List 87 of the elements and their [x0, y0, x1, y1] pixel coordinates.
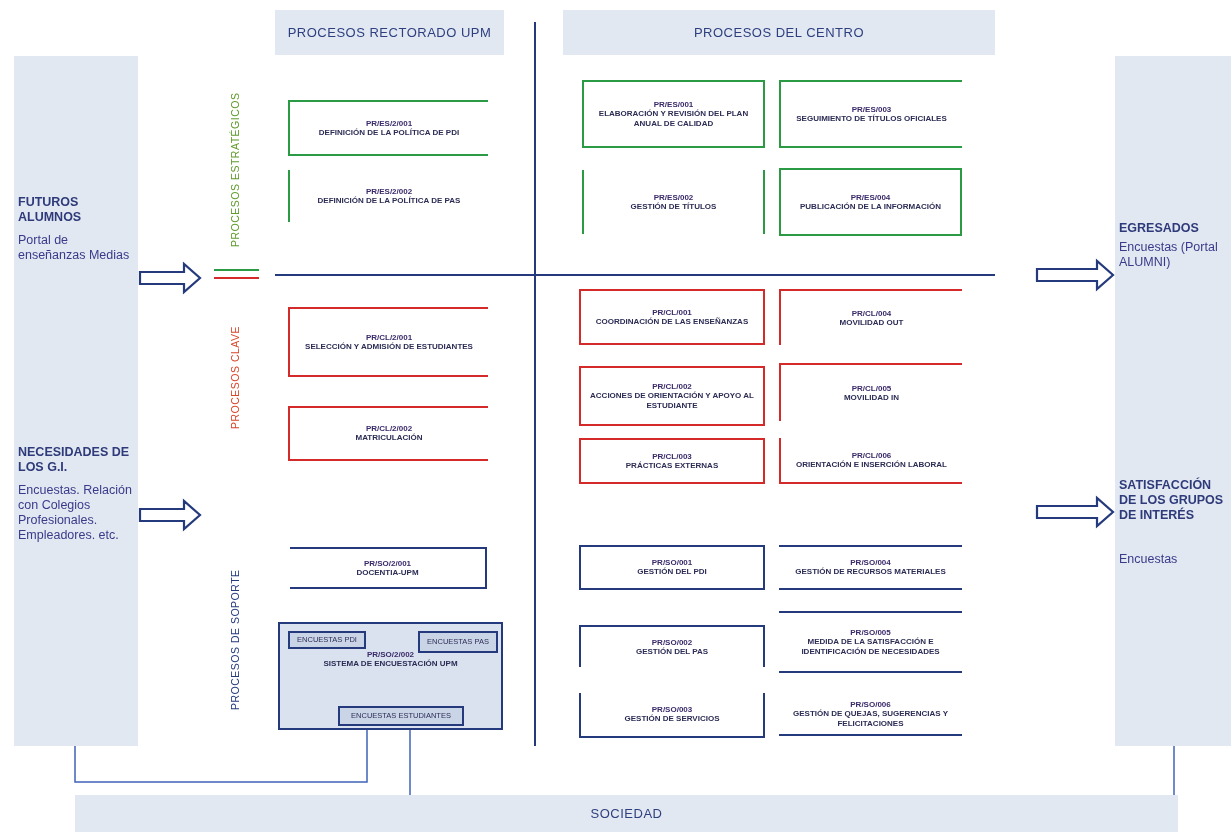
- process-title: GESTIÓN DE RECURSOS MATERIALES: [795, 567, 946, 577]
- block-arrow: [138, 498, 202, 532]
- process-title: PUBLICACIÓN DE LA INFORMACIÓN: [800, 201, 941, 212]
- block-arrow: [1035, 495, 1115, 529]
- process-code: PR/CL/002: [652, 381, 692, 391]
- process-code: PR/ES/2/001: [365, 118, 413, 128]
- process-box: [288, 406, 488, 461]
- process-title: MOVILIDAD IN: [843, 392, 900, 403]
- process-code: PR/CL/2/002: [365, 424, 413, 433]
- group-heading: EGRESADOS: [1119, 221, 1200, 236]
- connector-line: [74, 729, 368, 783]
- connector-line: [409, 729, 411, 796]
- band-title: PROCESOS DEL CENTRO: [693, 25, 865, 40]
- process-code: PR/CL/005: [851, 383, 892, 393]
- process-title: GESTIÓN DE SERVICIOS: [624, 714, 720, 724]
- process-box: [288, 307, 488, 377]
- block-arrow: [1035, 258, 1115, 292]
- process-box: [418, 631, 498, 653]
- process-box: [579, 438, 765, 484]
- process-code: PR/CL/2/001: [365, 332, 413, 342]
- process-box: [579, 289, 765, 345]
- connector-line: [1173, 745, 1175, 796]
- process-title: DOCENTIA-UPM: [356, 567, 419, 578]
- process-title: COORDINACIÓN DE LAS ENSEÑANZAS: [595, 316, 749, 327]
- process-box: [338, 706, 464, 726]
- header-band: [563, 10, 995, 55]
- process-title: ACCIONES DE ORIENTACIÓN Y APOYO AL ESTUDIANTE: [589, 390, 755, 411]
- section-label: PROCESOS ESTRATÉGICOS: [229, 91, 241, 250]
- process-title: MATRICULACIÓN: [355, 433, 423, 443]
- block-arrow: [138, 261, 202, 295]
- process-code: PR/SO/2/002: [366, 650, 415, 659]
- process-title: ELABORACIÓN Y REVISIÓN DEL PLAN ANUAL DE CALIDAD: [597, 108, 750, 129]
- process-title: PRÁCTICAS EXTERNAS: [625, 460, 719, 471]
- group-description: Encuestas: [1119, 552, 1179, 567]
- group-heading: NECESIDADES DE LOS G.I.: [18, 445, 131, 475]
- process-box: [579, 545, 765, 590]
- process-title: MOVILIDAD OUT: [839, 317, 904, 328]
- process-box: [582, 80, 765, 148]
- header-band: [275, 10, 504, 55]
- group-description: Portal de enseñanzas Medias: [18, 233, 131, 263]
- process-title: GESTIÓN DE QUEJAS, SUGERENCIAS Y FELICITACIONES: [792, 708, 949, 729]
- process-box: [290, 547, 487, 589]
- process-title: GESTIÓN DEL PDI: [637, 567, 707, 577]
- process-box: [288, 631, 366, 649]
- process-box: [288, 100, 488, 156]
- process-code: PR/SO/006: [850, 699, 891, 709]
- process-code: PR/SO/005: [850, 627, 891, 637]
- process-box: [579, 366, 765, 426]
- group-description: Encuestas. Relación con Colegios Profesionales. Empleadores. etc.: [18, 483, 133, 543]
- process-code: PR/CL/003: [652, 451, 692, 461]
- process-title: SEGUIMIENTO DE TÍTULOS OFICIALES: [796, 113, 947, 124]
- process-box: [579, 625, 765, 667]
- process-code: PR/ES/003: [851, 104, 892, 114]
- process-code: PR/ES/2/002: [365, 186, 413, 196]
- process-code: PR/SO/003: [651, 705, 693, 714]
- process-code: PR/SO/001: [651, 558, 693, 567]
- section-label: PROCESOS CLAVE: [229, 324, 241, 432]
- process-box: [779, 80, 962, 148]
- process-code: PR/ES/001: [653, 99, 694, 109]
- band-title: SOCIEDAD: [590, 806, 663, 821]
- process-title: DEFINICIÓN DE LA POLÍTICA DE PDI: [318, 127, 460, 138]
- process-code: PR/CL/004: [851, 308, 892, 318]
- process-title: MEDIDA DE LA SATISFACCIÓN E IDENTIFICACIÓN DE NECESIDADES: [800, 636, 941, 657]
- process-box: [579, 693, 765, 738]
- process-title: DEFINICIÓN DE LA POLÍTICA DE PAS: [317, 195, 461, 206]
- process-title: GESTIÓN DEL PAS: [635, 646, 709, 657]
- process-code: PR/SO/2/001: [363, 558, 412, 568]
- process-box: [779, 168, 962, 236]
- band-title: PROCESOS RECTORADO UPM: [287, 25, 492, 40]
- stakeholder-panel: [14, 56, 138, 746]
- header-band: [75, 795, 1178, 832]
- group-heading: SATISFACCIÓN DE LOS GRUPOS DE INTERÉS: [1119, 478, 1225, 523]
- process-code: PR/CL/006: [851, 450, 892, 460]
- group-description: Encuestas (Portal ALUMNI): [1119, 240, 1219, 270]
- process-title: SISTEMA DE ENCUESTACIÓN UPM: [323, 659, 458, 669]
- process-box: [278, 622, 503, 730]
- process-title: GESTIÓN DE TÍTULOS: [630, 201, 717, 212]
- group-heading: FUTUROS ALUMNOS: [18, 195, 83, 225]
- process-title: SELECCIÓN Y ADMISIÓN DE ESTUDIANTES: [305, 341, 473, 352]
- process-code: PR/ES/004: [850, 192, 891, 202]
- process-title: ORIENTACIÓN E INSERCIÓN LABORAL: [796, 459, 947, 470]
- process-code: PR/ES/002: [653, 192, 694, 202]
- section-label: PROCESOS DE SOPORTE: [229, 568, 241, 713]
- process-code: PR/SO/004: [850, 558, 891, 567]
- process-code: PR/CL/001: [652, 307, 692, 317]
- stakeholder-panel: [1115, 56, 1231, 746]
- process-code: PR/SO/002: [651, 637, 693, 647]
